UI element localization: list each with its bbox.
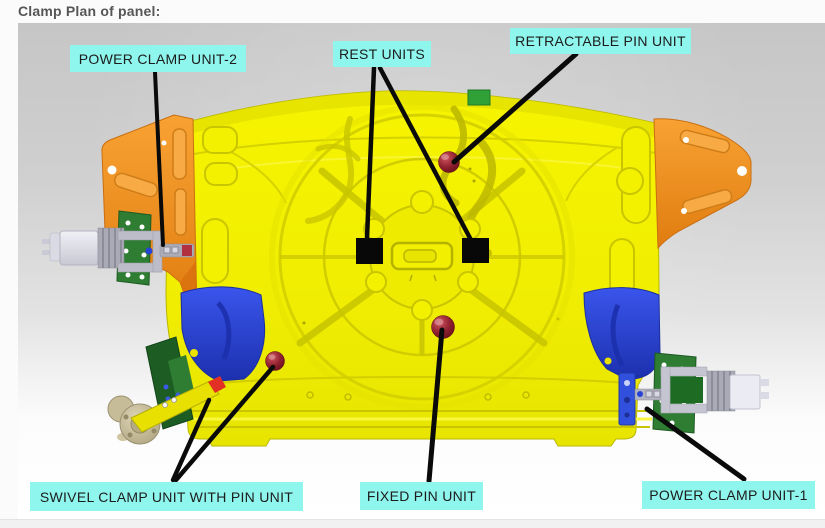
page-title: Clamp Plan of panel: — [18, 3, 161, 19]
blue-reinforcement-left — [180, 286, 266, 382]
cad-panel-illustration — [42, 51, 769, 484]
label-swivel-clamp-unit-with-pin-unit: SWIVEL CLAMP UNIT WITH PIN UNIT — [30, 482, 303, 511]
panel-bottom-sill — [190, 376, 654, 428]
panel-center-recess — [269, 104, 575, 410]
retractable-pin-sphere — [438, 151, 460, 173]
rest-unit-marker-left — [356, 238, 383, 264]
blue-reinforcement-right — [583, 287, 661, 380]
power-clamp-unit-2-assembly — [42, 210, 195, 286]
label-retractable-pin-unit: RETRACTABLE PIN UNIT — [510, 28, 691, 54]
power-clamp-unit-1-assembly — [618, 352, 769, 434]
orange-bracket-right — [653, 118, 752, 250]
label-power-clamp-unit-2: POWER CLAMP UNIT-2 — [70, 45, 246, 72]
label-power-clamp-unit-1: POWER CLAMP UNIT-1 — [642, 481, 815, 509]
label-rest-units: REST UNITS — [333, 41, 431, 67]
page-background-strip — [0, 519, 825, 528]
rest-unit-marker-right — [462, 238, 489, 263]
swivel-pin-sphere — [265, 351, 285, 371]
top-rest-clip — [467, 89, 491, 106]
fixed-pin-sphere — [431, 315, 455, 339]
swivel-clamp-unit-assembly — [107, 336, 226, 445]
clamp-plan-figure: POWER CLAMP UNIT-2 REST UNITS RETRACTABL… — [18, 23, 825, 519]
leader-lines — [153, 51, 747, 484]
label-fixed-pin-unit: FIXED PIN UNIT — [360, 482, 483, 510]
